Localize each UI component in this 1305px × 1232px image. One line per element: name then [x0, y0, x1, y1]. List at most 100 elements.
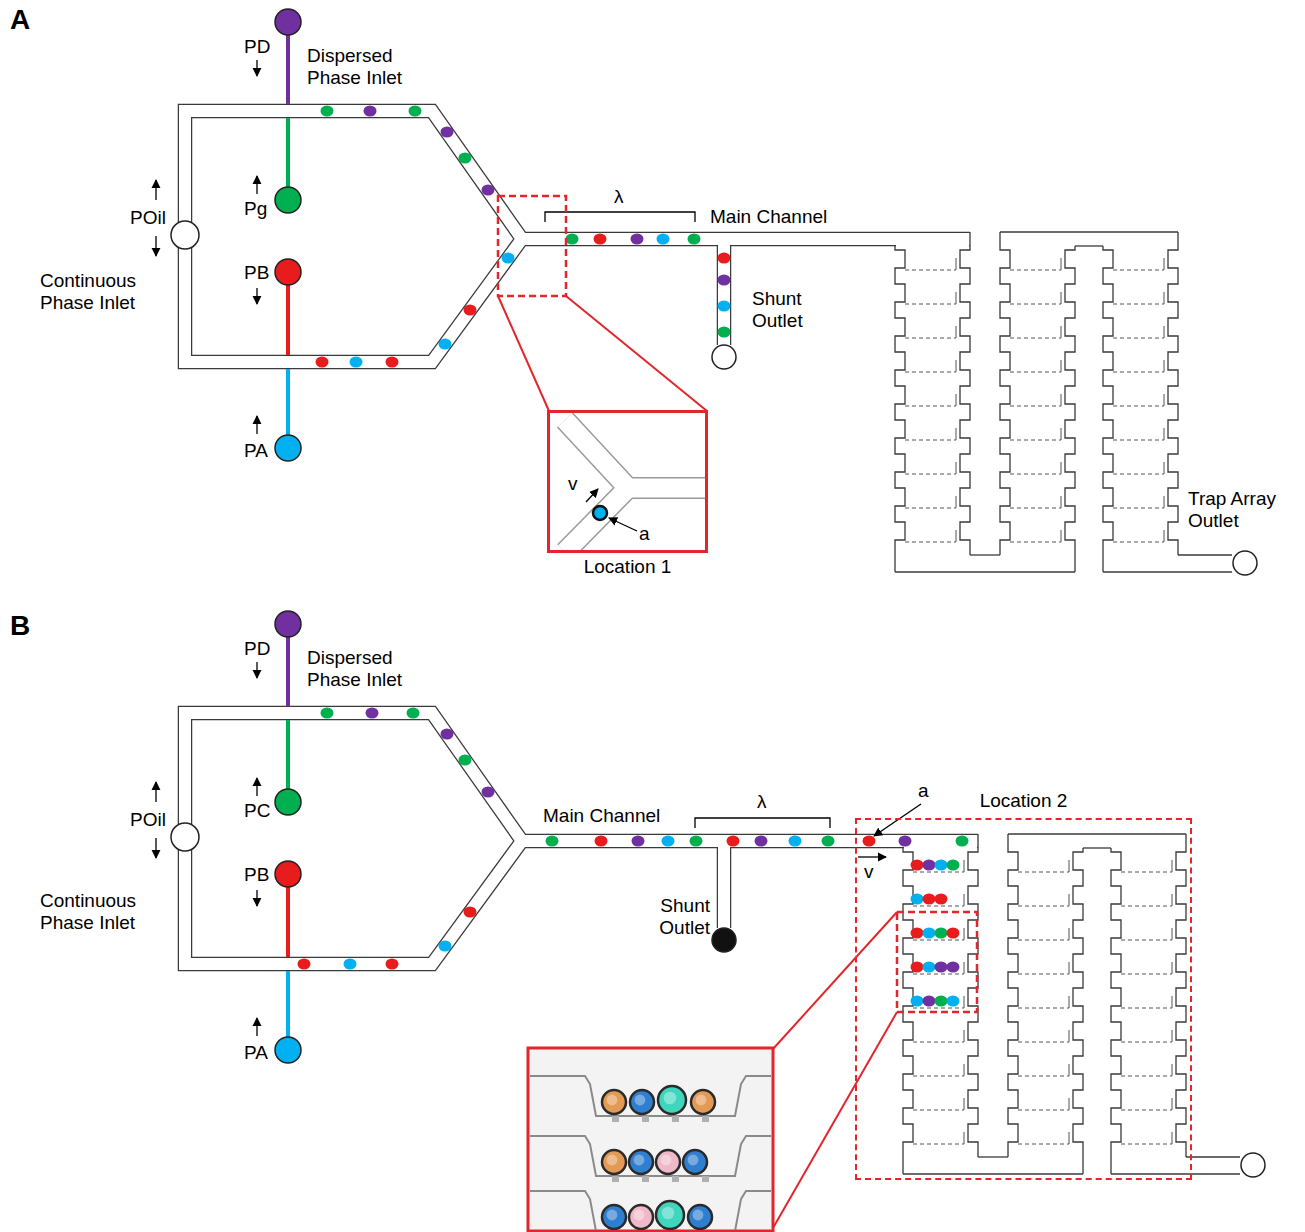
trap-barrier — [905, 406, 956, 407]
pressure-label: POil — [130, 207, 166, 229]
trapped-droplet — [935, 928, 948, 939]
trap-wall — [1073, 848, 1083, 1174]
trapped-droplet — [947, 996, 960, 1007]
channel-opening — [904, 846, 977, 850]
trap-barrier — [905, 440, 956, 441]
zoom-region — [897, 912, 977, 1012]
trap-wall — [895, 246, 905, 572]
trap-post — [1164, 394, 1165, 406]
trap-barrier — [1010, 406, 1061, 407]
trap-barrier — [1018, 1076, 1069, 1077]
trap-post — [964, 1132, 965, 1144]
trap-post — [1069, 1030, 1070, 1042]
location-label: Location 2 — [857, 790, 1190, 812]
trap-post — [672, 1176, 679, 1182]
trap-barrier — [905, 508, 956, 509]
trap-barrier — [1018, 872, 1069, 873]
zoom-leader — [773, 912, 897, 1049]
continuous-inlet-port — [171, 221, 199, 249]
trap-post — [1061, 292, 1062, 304]
trap-post — [956, 360, 957, 372]
trap-wall — [960, 232, 970, 555]
zoom-leader — [566, 296, 707, 411]
droplet — [386, 357, 399, 368]
trap-post — [1172, 1030, 1173, 1042]
trap-post — [964, 962, 965, 974]
array-wall — [978, 1156, 1008, 1157]
inset-channel-wall — [565, 420, 705, 488]
droplet — [386, 959, 399, 970]
droplet — [899, 836, 912, 847]
droplet-highlight — [661, 1155, 672, 1166]
outlet-label: Shunt Outlet — [752, 288, 832, 332]
trap-barrier — [1113, 440, 1164, 441]
droplet-highlight — [696, 1095, 707, 1106]
spacing-label: λ — [614, 186, 624, 208]
trap-post — [1172, 894, 1173, 906]
outlet-label: Trap Array Outlet — [1188, 488, 1300, 532]
trap-post — [964, 928, 965, 940]
panel-letter: A — [10, 4, 30, 36]
photo-droplet — [658, 1086, 686, 1114]
trap-wall — [1000, 232, 1010, 555]
trap-barrier — [1113, 304, 1164, 305]
trap-wall — [1168, 232, 1178, 555]
photo-droplet — [602, 1150, 626, 1174]
inlet-line — [286, 118, 290, 187]
droplet — [321, 106, 334, 117]
trap-barrier — [1121, 872, 1172, 873]
inlet-label: Continuous Phase Inlet — [40, 270, 170, 314]
pressure-arrow — [256, 176, 257, 194]
droplet — [822, 836, 835, 847]
droplet — [350, 357, 363, 368]
trap-post — [964, 1098, 965, 1110]
continuous-inlet-port — [171, 823, 199, 851]
trap-barrier — [913, 1008, 964, 1009]
pressure-arrow — [155, 782, 156, 802]
pressure-arrow — [256, 416, 257, 434]
droplet — [482, 185, 495, 196]
photo-droplet — [602, 1205, 626, 1229]
inlet-line — [286, 887, 290, 957]
inlet-port — [275, 187, 301, 213]
trap-barrier — [1018, 940, 1069, 941]
trapped-droplet — [947, 928, 960, 939]
droplet-highlight — [688, 1155, 699, 1166]
trap-post — [1061, 496, 1062, 508]
trap-post — [1069, 928, 1070, 940]
outlet-channel-wall — [1111, 1173, 1240, 1174]
outlet-channel-wall — [1186, 1156, 1240, 1157]
droplet — [459, 153, 472, 164]
trap-barrier — [1010, 372, 1061, 373]
pressure-arrow — [256, 662, 257, 678]
trap-post — [1061, 462, 1062, 474]
array-wall — [895, 571, 1075, 572]
array-wall — [903, 1173, 1083, 1174]
inlet-port — [275, 1037, 301, 1063]
pressure-label: PD — [244, 36, 270, 58]
channel-interior — [185, 713, 978, 964]
pressure-label: PA — [244, 440, 268, 462]
channel-interior — [718, 841, 730, 928]
droplet — [366, 708, 379, 719]
inlet-label: Dispersed Phase Inlet — [307, 647, 432, 691]
droplet — [688, 234, 701, 245]
velocity-arrow — [586, 489, 598, 502]
trap-barrier — [913, 1144, 964, 1145]
trap-barrier — [905, 304, 956, 305]
droplet — [298, 959, 311, 970]
trap-barrier — [1121, 906, 1172, 907]
inlet-port — [275, 611, 301, 637]
pressure-label: PB — [244, 262, 269, 284]
trap-post — [1061, 326, 1062, 338]
shunt-outlet-port — [712, 928, 736, 952]
trap-post — [612, 1116, 619, 1122]
pressure-arrow — [155, 838, 156, 858]
channel-label: Main Channel — [543, 805, 660, 827]
outlet-label: Shunt Outlet — [635, 895, 710, 939]
inlet-line — [286, 369, 290, 435]
droplet — [407, 708, 420, 719]
pressure-label: PB — [244, 864, 269, 886]
trap-barrier — [1010, 270, 1061, 271]
droplet — [482, 787, 495, 798]
